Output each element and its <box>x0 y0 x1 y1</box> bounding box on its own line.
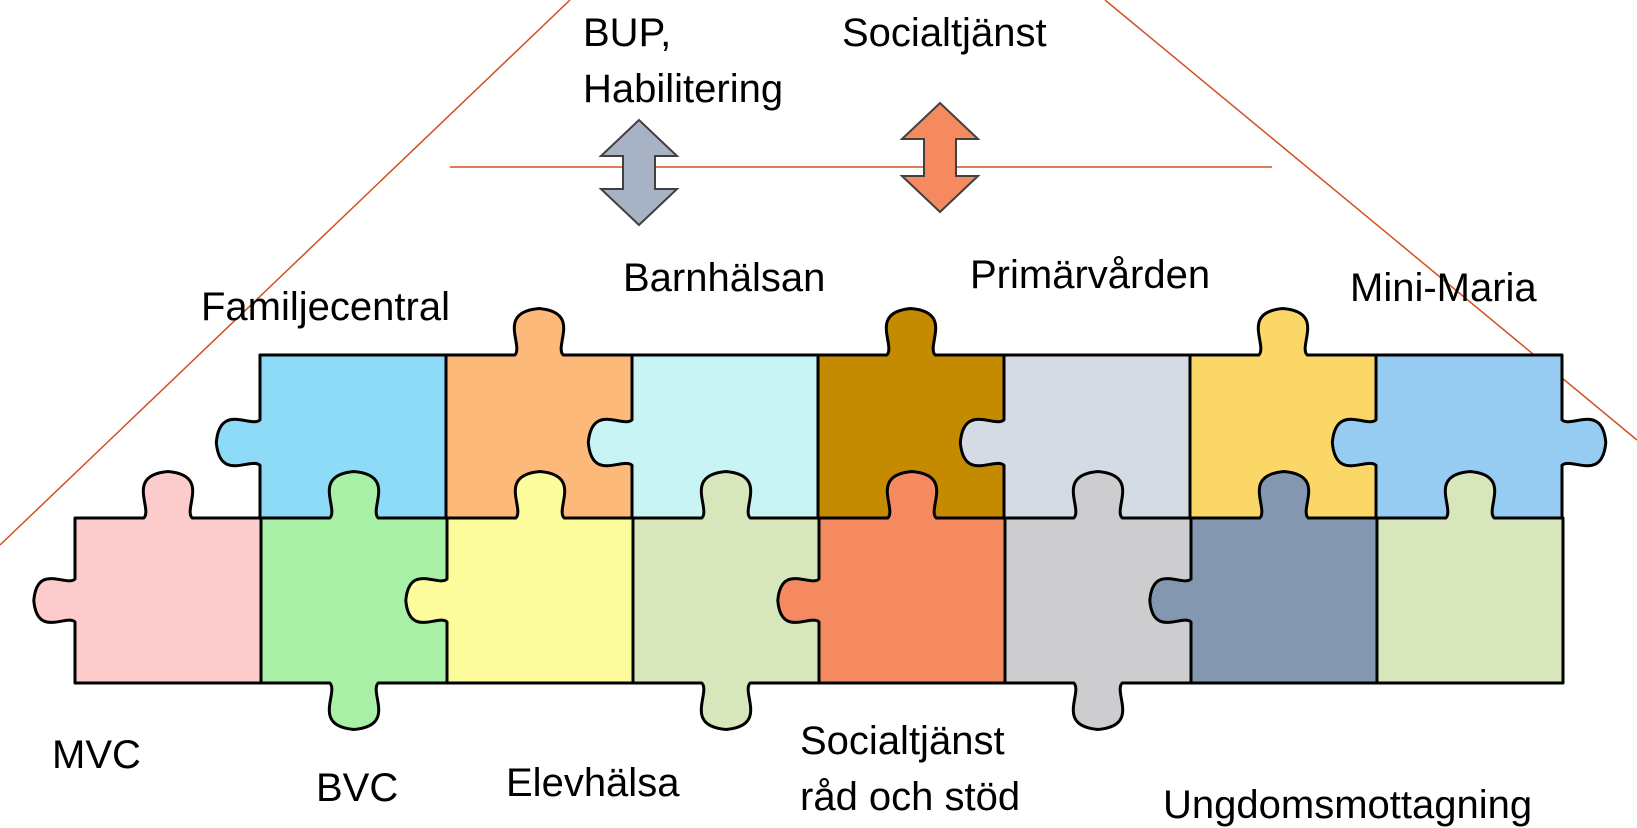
label-bvc: BVC <box>316 766 399 810</box>
label-primarvarden: Primärvården <box>970 253 1211 297</box>
lower-puzzle-row <box>32 470 1565 731</box>
puzzle-piece-primarvarden-brown <box>816 307 1006 532</box>
label-ungdomsmottagning: Ungdomsmottagning <box>1163 783 1533 827</box>
bup-arrow <box>598 118 680 227</box>
label-socialtjanst-line2: råd och stöd <box>800 775 1021 819</box>
label-familjecentral: Familjecentral <box>201 285 450 329</box>
label-bup: BUP, <box>583 11 672 55</box>
connection-arrows <box>598 101 981 227</box>
socialtjanst-arrow <box>899 101 981 214</box>
label-mini-maria: Mini-Maria <box>1350 266 1537 310</box>
label-habilitering: Habilitering <box>583 67 784 111</box>
label-barnhalsan: Barnhälsan <box>623 256 826 300</box>
label-elevhalsa: Elevhälsa <box>506 761 680 805</box>
guide-line-left <box>0 0 571 546</box>
label-socialtjanst-top: Socialtjänst <box>842 11 1047 55</box>
puzzle-piece-ungdomsmottagning <box>1375 470 1565 685</box>
label-socialtjanst-line1: Socialtjänst <box>800 719 1005 763</box>
puzzle-piece-barnhalsan-orange <box>444 307 634 532</box>
label-mvc: MVC <box>52 733 141 777</box>
puzzle-piece-mini-maria-yellow <box>1188 307 1378 532</box>
